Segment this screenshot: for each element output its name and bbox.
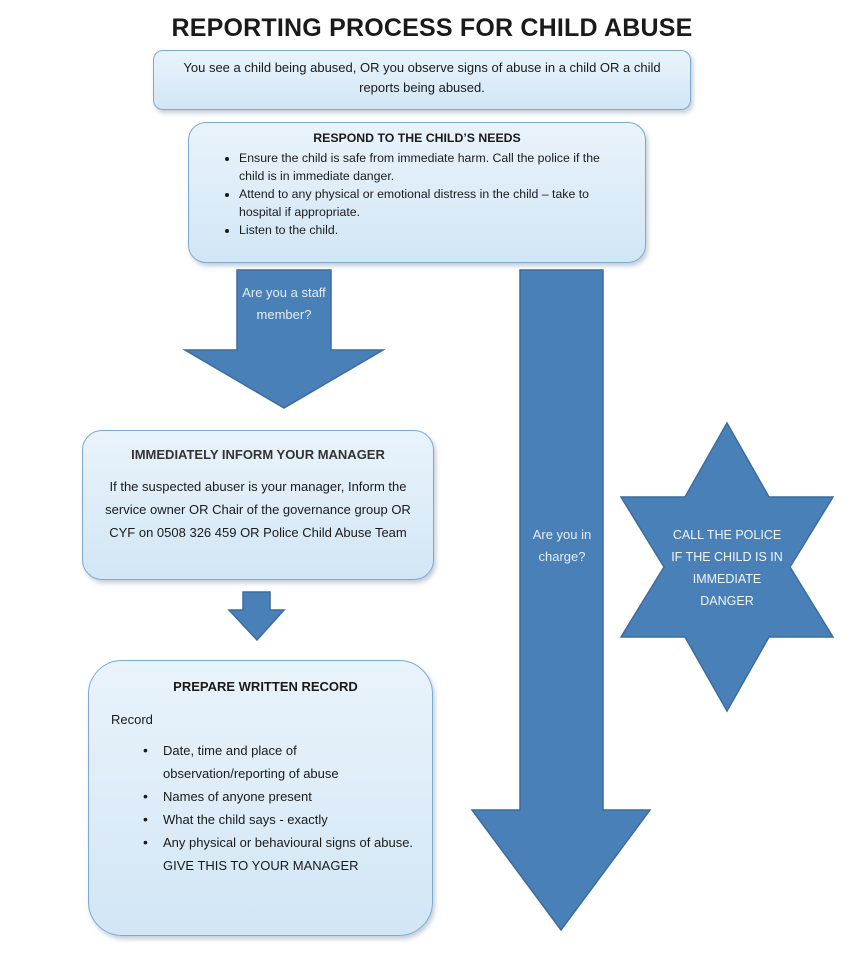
record-bullet: Names of anyone present: [143, 785, 420, 808]
inform-manager-box: IMMEDIATELY INFORM YOUR MANAGER If the s…: [82, 430, 434, 580]
police-star-text: CALL THE POLICE IF THE CHILD IS IN IMMED…: [671, 528, 783, 608]
police-star: [619, 421, 835, 713]
record-bullet: What the child says - exactly: [143, 808, 420, 831]
record-bullet: Date, time and place of observation/repo…: [143, 739, 420, 785]
staff-arrow: [182, 269, 386, 409]
respond-bullet: Attend to any physical or emotional dist…: [239, 185, 625, 221]
respond-box: RESPOND TO THE CHILD’S NEEDS Ensure the …: [188, 122, 646, 263]
record-list: Date, time and place of observation/repo…: [111, 739, 420, 854]
record-closing: GIVE THIS TO YOUR MANAGER: [163, 858, 359, 873]
record-intro: Record: [111, 712, 153, 727]
record-bullet: Any physical or behavioural signs of abu…: [143, 831, 420, 854]
trigger-box: You see a child being abused, OR you obs…: [153, 50, 691, 110]
inform-heading: IMMEDIATELY INFORM YOUR MANAGER: [131, 447, 385, 462]
inform-body: If the suspected abuser is your manager,…: [105, 479, 411, 540]
trigger-text: You see a child being abused, OR you obs…: [183, 60, 661, 95]
respond-bullet: Ensure the child is safe from immediate …: [239, 149, 625, 185]
respond-heading: RESPOND TO THE CHILD’S NEEDS: [313, 131, 521, 145]
written-record-box: PREPARE WRITTEN RECORD Record Date, time…: [88, 660, 433, 936]
in-charge-question: Are you in charge?: [532, 527, 592, 564]
respond-bullet: Listen to the child.: [239, 221, 625, 239]
record-heading: PREPARE WRITTEN RECORD: [173, 679, 358, 694]
in-charge-arrow: [470, 269, 652, 932]
connector-arrow: [227, 591, 286, 642]
staff-question: Are you a staff member?: [242, 285, 326, 322]
respond-list: Ensure the child is safe from immediate …: [209, 149, 625, 239]
page-title: REPORTING PROCESS FOR CHILD ABUSE: [171, 14, 693, 42]
